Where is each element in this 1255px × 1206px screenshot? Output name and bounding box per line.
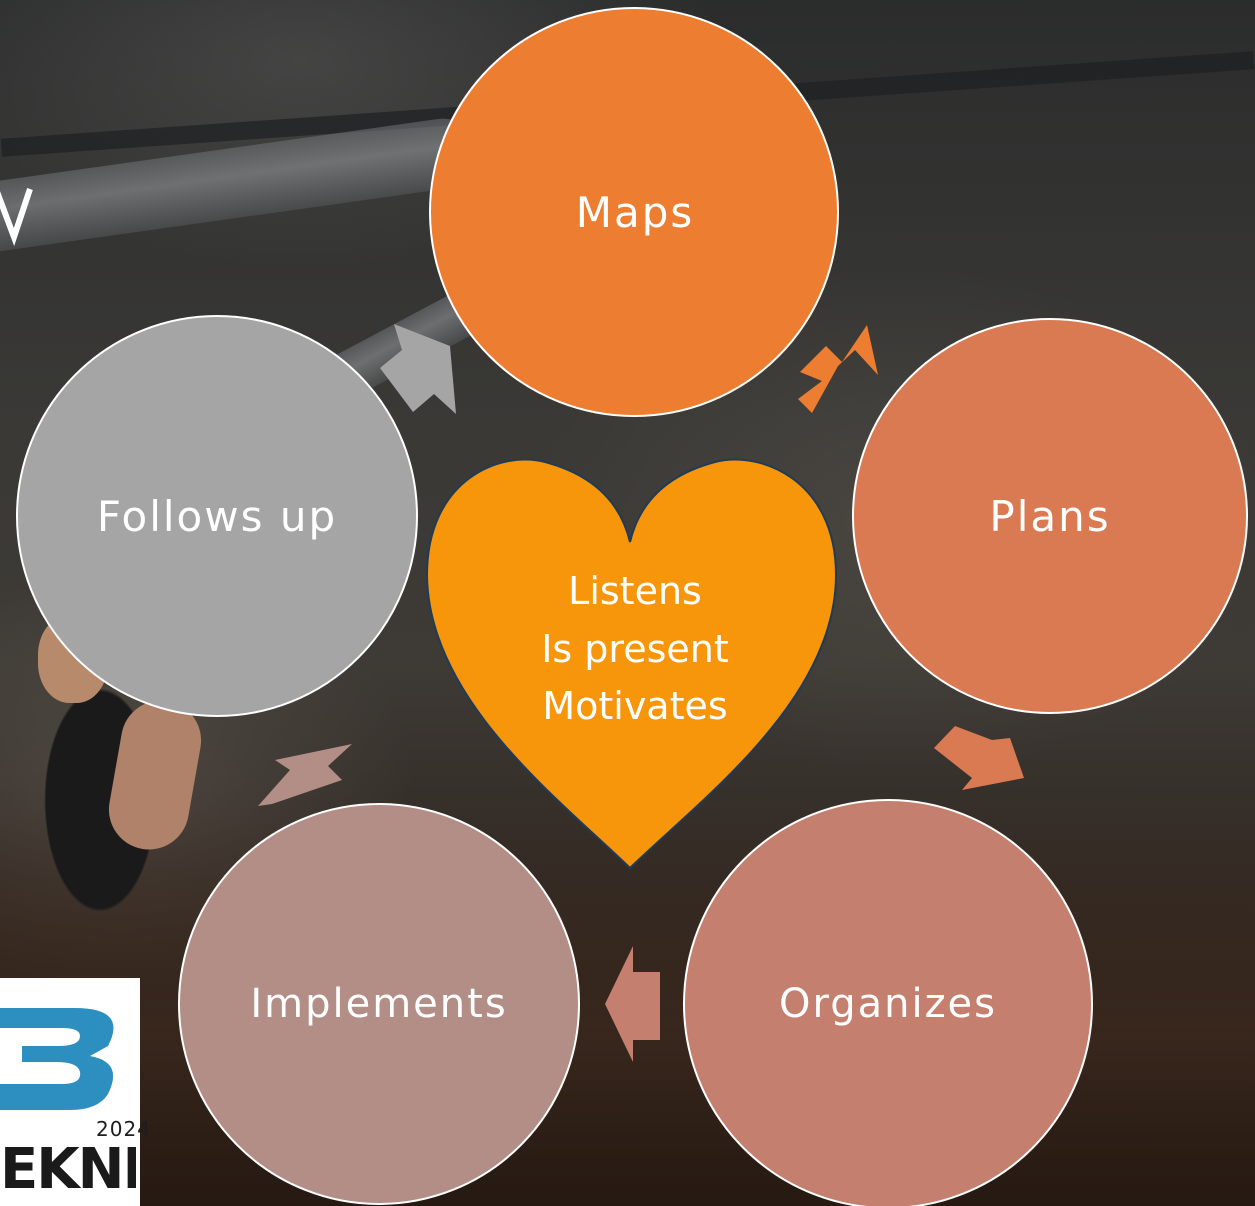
label-plans: Plans [989,491,1111,541]
arrow-maps-to-plans-icon [798,325,878,413]
label-organizes: Organizes [778,981,998,1027]
circle-implements [178,803,580,1205]
circle-follows-up [16,315,418,717]
cropped-title-fragment [0,188,33,246]
label-maps: Maps [575,187,695,237]
arrow-follows-up-to-maps-icon [380,324,456,414]
heart-line-motivates: Motivates [542,684,728,728]
label-follows-up: Follows up [96,491,338,541]
heart-line-is-present: Is present [541,627,729,671]
logo-year: 2024 [96,1117,151,1141]
arrow-organizes-to-implements-icon [605,946,660,1062]
label-implements: Implements [250,981,508,1027]
heart-center-shape [425,458,838,870]
heart-line-listens: Listens [568,569,702,613]
logo-wordmark: EKNIK [0,1137,136,1202]
circle-organizes [683,799,1093,1206]
logo-mark-icon [0,1008,114,1110]
circle-maps [429,7,839,417]
arrow-plans-to-organizes-icon [934,726,1024,790]
arrow-implements-to-follows-up-icon [258,744,352,806]
circle-plans [852,318,1248,714]
